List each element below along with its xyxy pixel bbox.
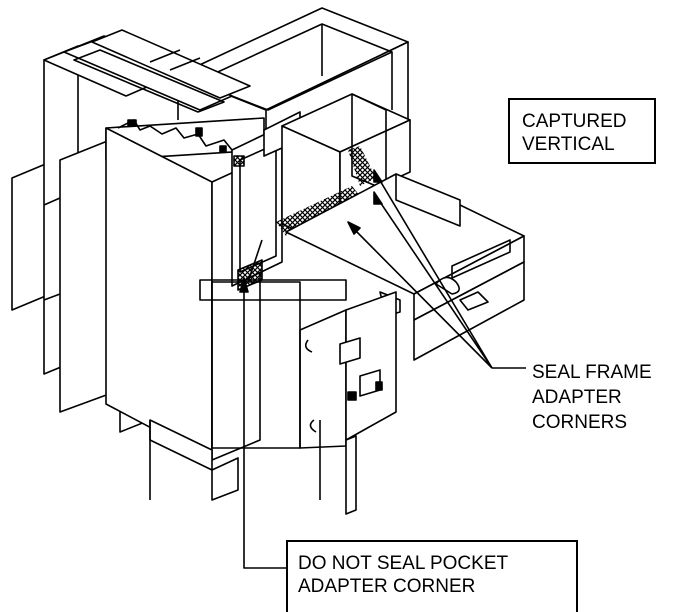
captured-vertical-label: CAPTURED VERTICAL [508, 98, 656, 164]
top-transom [63, 29, 251, 113]
do-not-seal-arrow [239, 277, 249, 293]
seal-frame-leader-4 [375, 173, 493, 369]
leader-lines [239, 169, 526, 569]
seal-frame-line-2: ADAPTER [532, 387, 622, 408]
seal-frame-arrow-1 [347, 221, 361, 235]
seal-frame-adapter [276, 93, 411, 251]
do-not-seal-label: DO NOT SEAL POCKET ADAPTER CORNER [286, 540, 578, 612]
do-not-seal-line-2: ADAPTER CORNER [298, 576, 476, 597]
main-mullion [105, 117, 265, 501]
seal-frame-leader-2 [375, 195, 493, 369]
seal-frame-label: SEAL FRAME ADAPTER CORNERS [532, 360, 652, 435]
lower-mullion [199, 279, 397, 515]
seal-frame-arrow-2 [373, 191, 383, 205]
captured-vertical-line-1: CAPTURED [522, 111, 627, 132]
horizontal-transom [285, 173, 525, 361]
captured-vertical-line-2: VERTICAL [522, 134, 615, 155]
seal-frame-line-3: CORNERS [532, 412, 628, 433]
seal-frame-line-1: SEAL FRAME [532, 362, 652, 383]
seal-frame-arrow-3 [373, 169, 383, 183]
do-not-seal-leader [243, 282, 286, 569]
seal-frame-leader-1 [349, 224, 493, 369]
do-not-seal-line-1: DO NOT SEAL POCKET [298, 553, 509, 574]
